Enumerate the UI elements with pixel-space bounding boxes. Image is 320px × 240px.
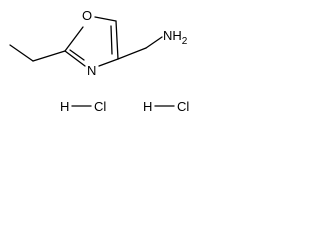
hcl-salt-2: H Cl — [143, 99, 189, 114]
nitrogen-atom-label: N — [87, 63, 96, 78]
oxazole-ring — [64, 16, 119, 67]
bond-n3-c2 — [64, 50, 86, 67]
bond-c5-c4 — [115, 20, 119, 60]
chlorine-label: Cl — [177, 99, 189, 114]
oxygen-atom-label: O — [82, 8, 92, 23]
aminomethyl-group — [117, 36, 163, 60]
bond-c4-n3 — [98, 58, 119, 67]
bond-c4-ch2 — [117, 47, 147, 60]
chemical-structure-diagram: O N NH2 H Cl H Cl — [9, 8, 189, 114]
bond-ethyl-ch3-ch2 — [9, 44, 34, 62]
bond-c2-o1 — [64, 26, 84, 52]
bond-ethyl-ch2-c2 — [32, 50, 66, 62]
bond-o1-c5 — [94, 16, 117, 22]
hydrogen-label: H — [143, 99, 152, 114]
bond-c5-c4-inner — [110, 25, 113, 55]
ethyl-group — [9, 44, 66, 62]
bond-n3-c2-inner — [69, 49, 85, 61]
hcl-salt-1: H Cl — [60, 99, 106, 114]
hydrogen-label: H — [60, 99, 69, 114]
bond-ch2-nh2 — [145, 36, 163, 49]
amine-label: NH2 — [163, 28, 188, 47]
chlorine-label: Cl — [94, 99, 106, 114]
